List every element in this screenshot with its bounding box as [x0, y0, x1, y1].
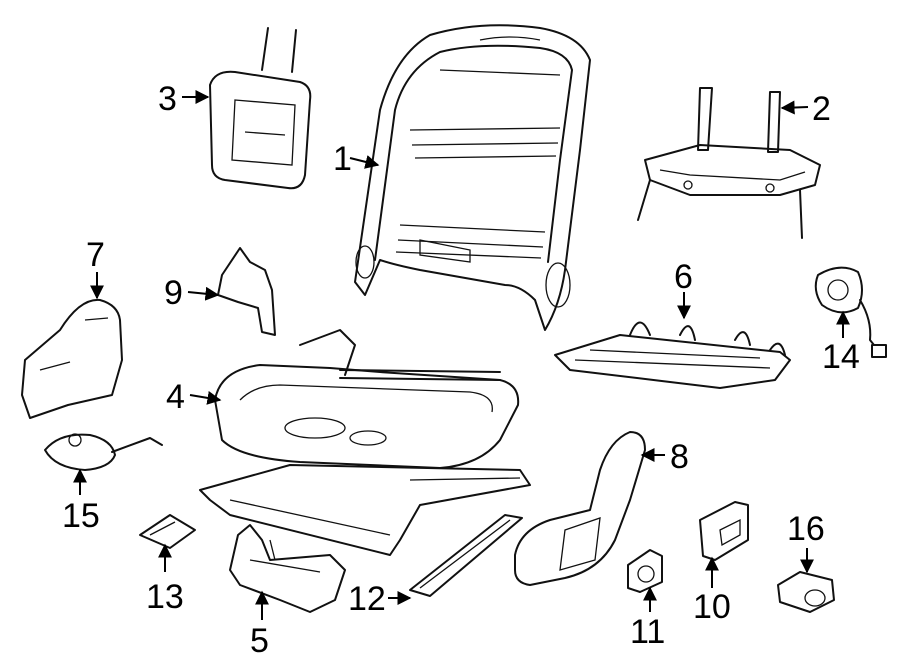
part-3-side-airbag	[209, 27, 312, 190]
part-10-switch-bezel	[699, 501, 749, 561]
callout-2: 2	[812, 90, 831, 128]
callout-4: 4	[166, 378, 185, 416]
callout-14: 14	[822, 338, 860, 376]
part-14-motor	[814, 266, 887, 358]
leader-9	[187, 286, 220, 301]
part-16-switch	[777, 571, 835, 613]
callout-5: 5	[250, 622, 269, 660]
callout-11: 11	[630, 613, 665, 651]
callout-1: 1	[333, 140, 352, 178]
leader-2	[780, 100, 809, 115]
callout-9: 9	[164, 274, 183, 312]
callout-7: 7	[86, 236, 105, 274]
part-11-knob	[627, 549, 663, 593]
callout-15: 15	[62, 497, 100, 535]
part-6-spring-mat	[554, 321, 791, 389]
part-4-seat-cushion-frame	[199, 329, 531, 556]
callout-16: 16	[787, 510, 825, 548]
callout-13: 13	[146, 578, 184, 616]
callout-6: 6	[674, 258, 693, 296]
callout-12: 12	[348, 580, 386, 618]
callout-8: 8	[670, 438, 689, 476]
part-12-rail-cover	[409, 514, 523, 597]
part-7-side-shield	[21, 298, 123, 419]
part-2-headrest-bracket	[637, 87, 821, 239]
callout-3: 3	[158, 80, 177, 118]
part-9-bracket	[217, 247, 276, 336]
part-13-clip	[139, 514, 196, 549]
leader-1	[349, 155, 380, 169]
part-15-actuator	[44, 433, 163, 471]
part-5-bracket	[229, 524, 346, 613]
callout-labels: 1 2 3 4 5 6 7 8 9 10 11 12 13 14 15 16	[62, 80, 860, 660]
leader-lines	[73, 90, 850, 620]
part-1-seat-back-frame	[354, 24, 591, 331]
part-8-trim-panel	[514, 431, 646, 586]
callout-10: 10	[693, 588, 731, 626]
leader-4	[189, 391, 222, 405]
